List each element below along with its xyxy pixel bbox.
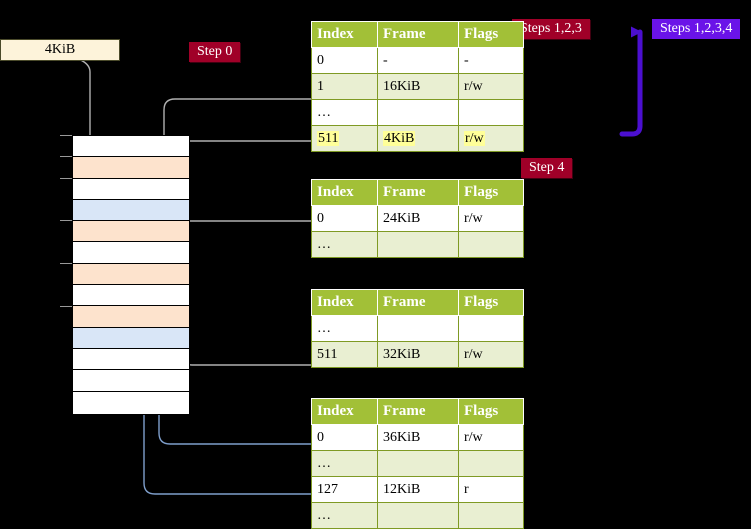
memory-frame-row [73, 263, 189, 286]
column-header-frame: Frame [377, 289, 459, 316]
memory-tick [60, 135, 72, 136]
cell-frame [377, 450, 459, 477]
memory-frame-row [73, 178, 189, 200]
column-header-flags: Flags [458, 21, 524, 48]
highlighted-value: 511 [317, 130, 340, 146]
cell-flags: r/w [458, 205, 524, 232]
table-row: … [311, 315, 524, 342]
cell-frame: 24KiB [377, 205, 459, 232]
column-header-frame: Frame [377, 398, 459, 425]
badge-step-4: Step 4 [521, 158, 573, 178]
cell-index: 0 [311, 47, 378, 74]
memory-frame-row [73, 306, 189, 328]
memory-frame-row [73, 327, 189, 349]
cell-index: … [311, 315, 378, 342]
table-row: 0-- [311, 47, 524, 74]
memory-frame-row [73, 199, 189, 222]
cell-frame: 32KiB [377, 341, 459, 368]
cell-flags [458, 315, 524, 342]
cell-flags: r/w [458, 125, 524, 152]
cell-index: 1 [311, 73, 378, 100]
cell-index: … [311, 231, 378, 258]
cell-frame: 12KiB [377, 476, 459, 503]
memory-tick [60, 178, 72, 179]
cell-index: 511 [311, 341, 378, 368]
cell-flags: r/w [458, 341, 524, 368]
memory-frame-row [73, 157, 189, 179]
highlighted-value: r/w [464, 130, 485, 146]
cell-flags: r/w [458, 424, 524, 451]
wire-pml4-row511-to-memory [175, 140, 311, 217]
memory-frame-row [73, 348, 189, 371]
physical-memory-column [72, 135, 190, 415]
column-header-index: Index [311, 398, 378, 425]
wire-pd-row511-to-memory [176, 313, 311, 366]
column-header-index: Index [311, 289, 378, 316]
wire-pdp-row0-to-memory [175, 220, 311, 260]
cell-flags: r/w [458, 73, 524, 100]
column-header-flags: Flags [458, 289, 524, 316]
column-header-flags: Flags [458, 179, 524, 206]
cell-index: … [311, 450, 378, 477]
memory-frame-row [73, 136, 189, 158]
memory-frame-row [73, 285, 189, 307]
violet-bracket-arrow [619, 26, 643, 137]
memory-frame-row [73, 221, 189, 243]
cell-flags: r [458, 476, 524, 503]
cell-frame [377, 315, 459, 342]
cell-frame: 36KiB [377, 424, 459, 451]
memory-tick [60, 306, 72, 307]
memory-tick [60, 156, 72, 157]
cell-frame: 16KiB [377, 73, 459, 100]
column-header-index: Index [311, 179, 378, 206]
cell-index: 511 [311, 125, 378, 152]
cell-flags [458, 231, 524, 258]
cell-frame: 4KiB [377, 125, 459, 152]
cell-index: 127 [311, 476, 378, 503]
cell-index: … [311, 99, 378, 126]
column-header-index: Index [311, 21, 378, 48]
source-frame-box: 4KiB [0, 39, 120, 61]
table-row: … [311, 450, 524, 477]
cell-frame [377, 502, 459, 529]
memory-frame-row [73, 370, 189, 392]
column-header-flags: Flags [458, 398, 524, 425]
badge-steps-1234: Steps 1,2,3,4 [652, 19, 741, 39]
cell-flags [458, 450, 524, 477]
badge-steps-123: Steps 1,2,3 [512, 19, 590, 39]
column-header-frame: Frame [377, 21, 459, 48]
table-row: … [311, 231, 524, 258]
column-header-frame: Frame [377, 179, 459, 206]
cell-frame [377, 99, 459, 126]
memory-tick [60, 220, 72, 221]
cell-flags [458, 99, 524, 126]
cell-flags [458, 502, 524, 529]
memory-tick [60, 263, 72, 264]
table-row: … [311, 99, 524, 126]
cell-frame: - [377, 47, 459, 74]
cell-frame [377, 231, 459, 258]
source-frame-label: 4KiB [44, 42, 76, 57]
memory-frame-row [73, 242, 189, 264]
memory-frame-row [73, 391, 189, 413]
cell-index: … [311, 502, 378, 529]
highlighted-value: 4KiB [383, 130, 416, 146]
table-row: … [311, 502, 524, 529]
cell-index: 0 [311, 205, 378, 232]
cell-index: 0 [311, 424, 378, 451]
badge-step-0: Step 0 [189, 42, 241, 62]
cell-flags: - [458, 47, 524, 74]
table-row: 511 4KiB r/w [311, 125, 524, 152]
